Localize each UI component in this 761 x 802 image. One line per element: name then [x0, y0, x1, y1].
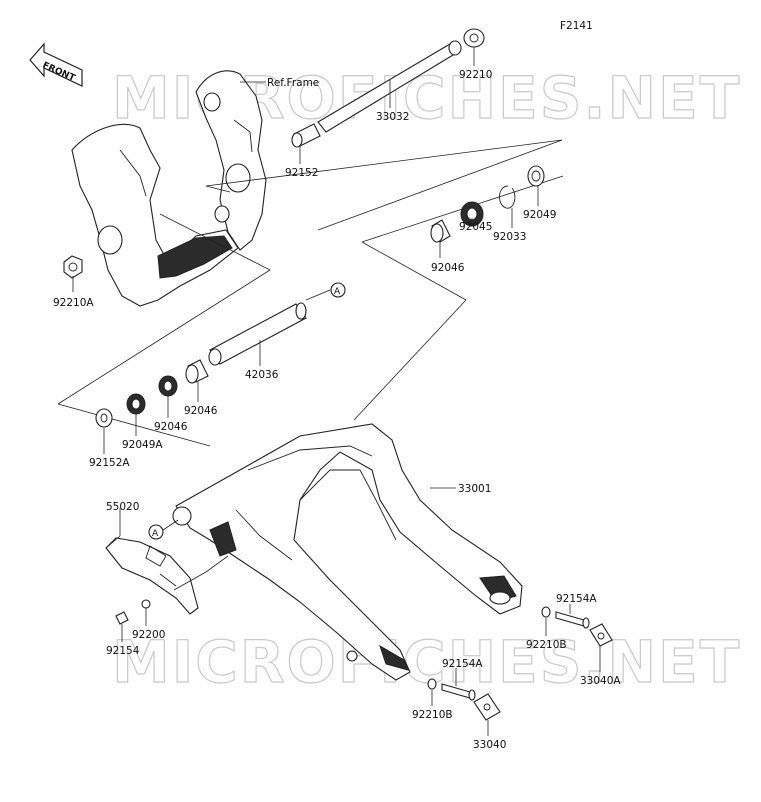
label-92046-a: 92046: [184, 405, 218, 417]
bearing-92045: [460, 201, 484, 227]
ref-frame-label: Ref.Frame: [267, 77, 319, 89]
label-92210a: 92210A: [53, 297, 94, 309]
bearing-92046-top: [430, 219, 451, 243]
circlip-92033: [499, 185, 516, 209]
seal-92049a: [126, 393, 146, 415]
swingarm-33001: [172, 423, 523, 681]
bolt-92154a-bottom: [441, 683, 476, 701]
washer-92200: [141, 599, 151, 609]
label-92154: 92154: [106, 645, 140, 657]
frame-reference: [71, 70, 267, 307]
front-arrow-icon: FRONT: [29, 42, 83, 87]
label-92210-top: 92210: [459, 69, 492, 81]
bearing-92046-a: [185, 359, 209, 384]
collar-92152: [291, 123, 321, 148]
label-92210b-bottom: 92210B: [412, 709, 453, 721]
pivot-shaft-33032: [317, 40, 462, 133]
seal-92049-top: [527, 165, 545, 187]
adjuster-33040: [473, 693, 501, 721]
label-42036: 42036: [245, 369, 279, 381]
label-55020: 55020: [106, 501, 139, 513]
label-92210b-right: 92210B: [526, 639, 567, 651]
nut-92210-top: [463, 28, 485, 48]
label-92200: 92200: [132, 629, 165, 641]
label-92033: 92033: [493, 231, 526, 243]
label-33032: 33032: [376, 111, 409, 123]
diagram-code: F2141: [560, 20, 593, 32]
label-92152a: 92152A: [89, 457, 130, 469]
callout-a-top: A: [305, 282, 346, 301]
watermark-bottom: MICROFICHES.NET: [112, 628, 741, 696]
bearing-92046-b: [158, 375, 178, 397]
label-33040a: 33040A: [580, 675, 621, 687]
bolt-92154: [115, 611, 129, 625]
washer-92210b-bottom: [427, 678, 437, 690]
label-92049-top: 92049: [523, 209, 556, 221]
label-92046-b: 92046: [154, 421, 188, 433]
label-33040: 33040: [473, 739, 506, 751]
adjuster-33040a: [589, 623, 613, 647]
collar-92152a: [95, 408, 113, 428]
chain-guard-55020: [105, 537, 199, 615]
label-92152: 92152: [285, 167, 318, 179]
nut-92210a: [63, 255, 83, 279]
label-92046-top: 92046: [431, 262, 465, 274]
label-92045: 92045: [459, 221, 492, 233]
callout-a-bottom: A: [148, 519, 179, 540]
label-33001: 33001: [458, 483, 491, 495]
callout-a-top-letter: A: [334, 287, 341, 297]
sleeve-42036: [208, 302, 307, 366]
bolt-92154a-right: [555, 611, 590, 629]
label-92154a-bottom: 92154A: [442, 658, 483, 670]
callout-a-bottom-letter: A: [152, 529, 159, 539]
label-92154a-right: 92154A: [556, 593, 597, 605]
washer-92210b-right: [541, 606, 551, 618]
label-92049a: 92049A: [122, 439, 163, 451]
